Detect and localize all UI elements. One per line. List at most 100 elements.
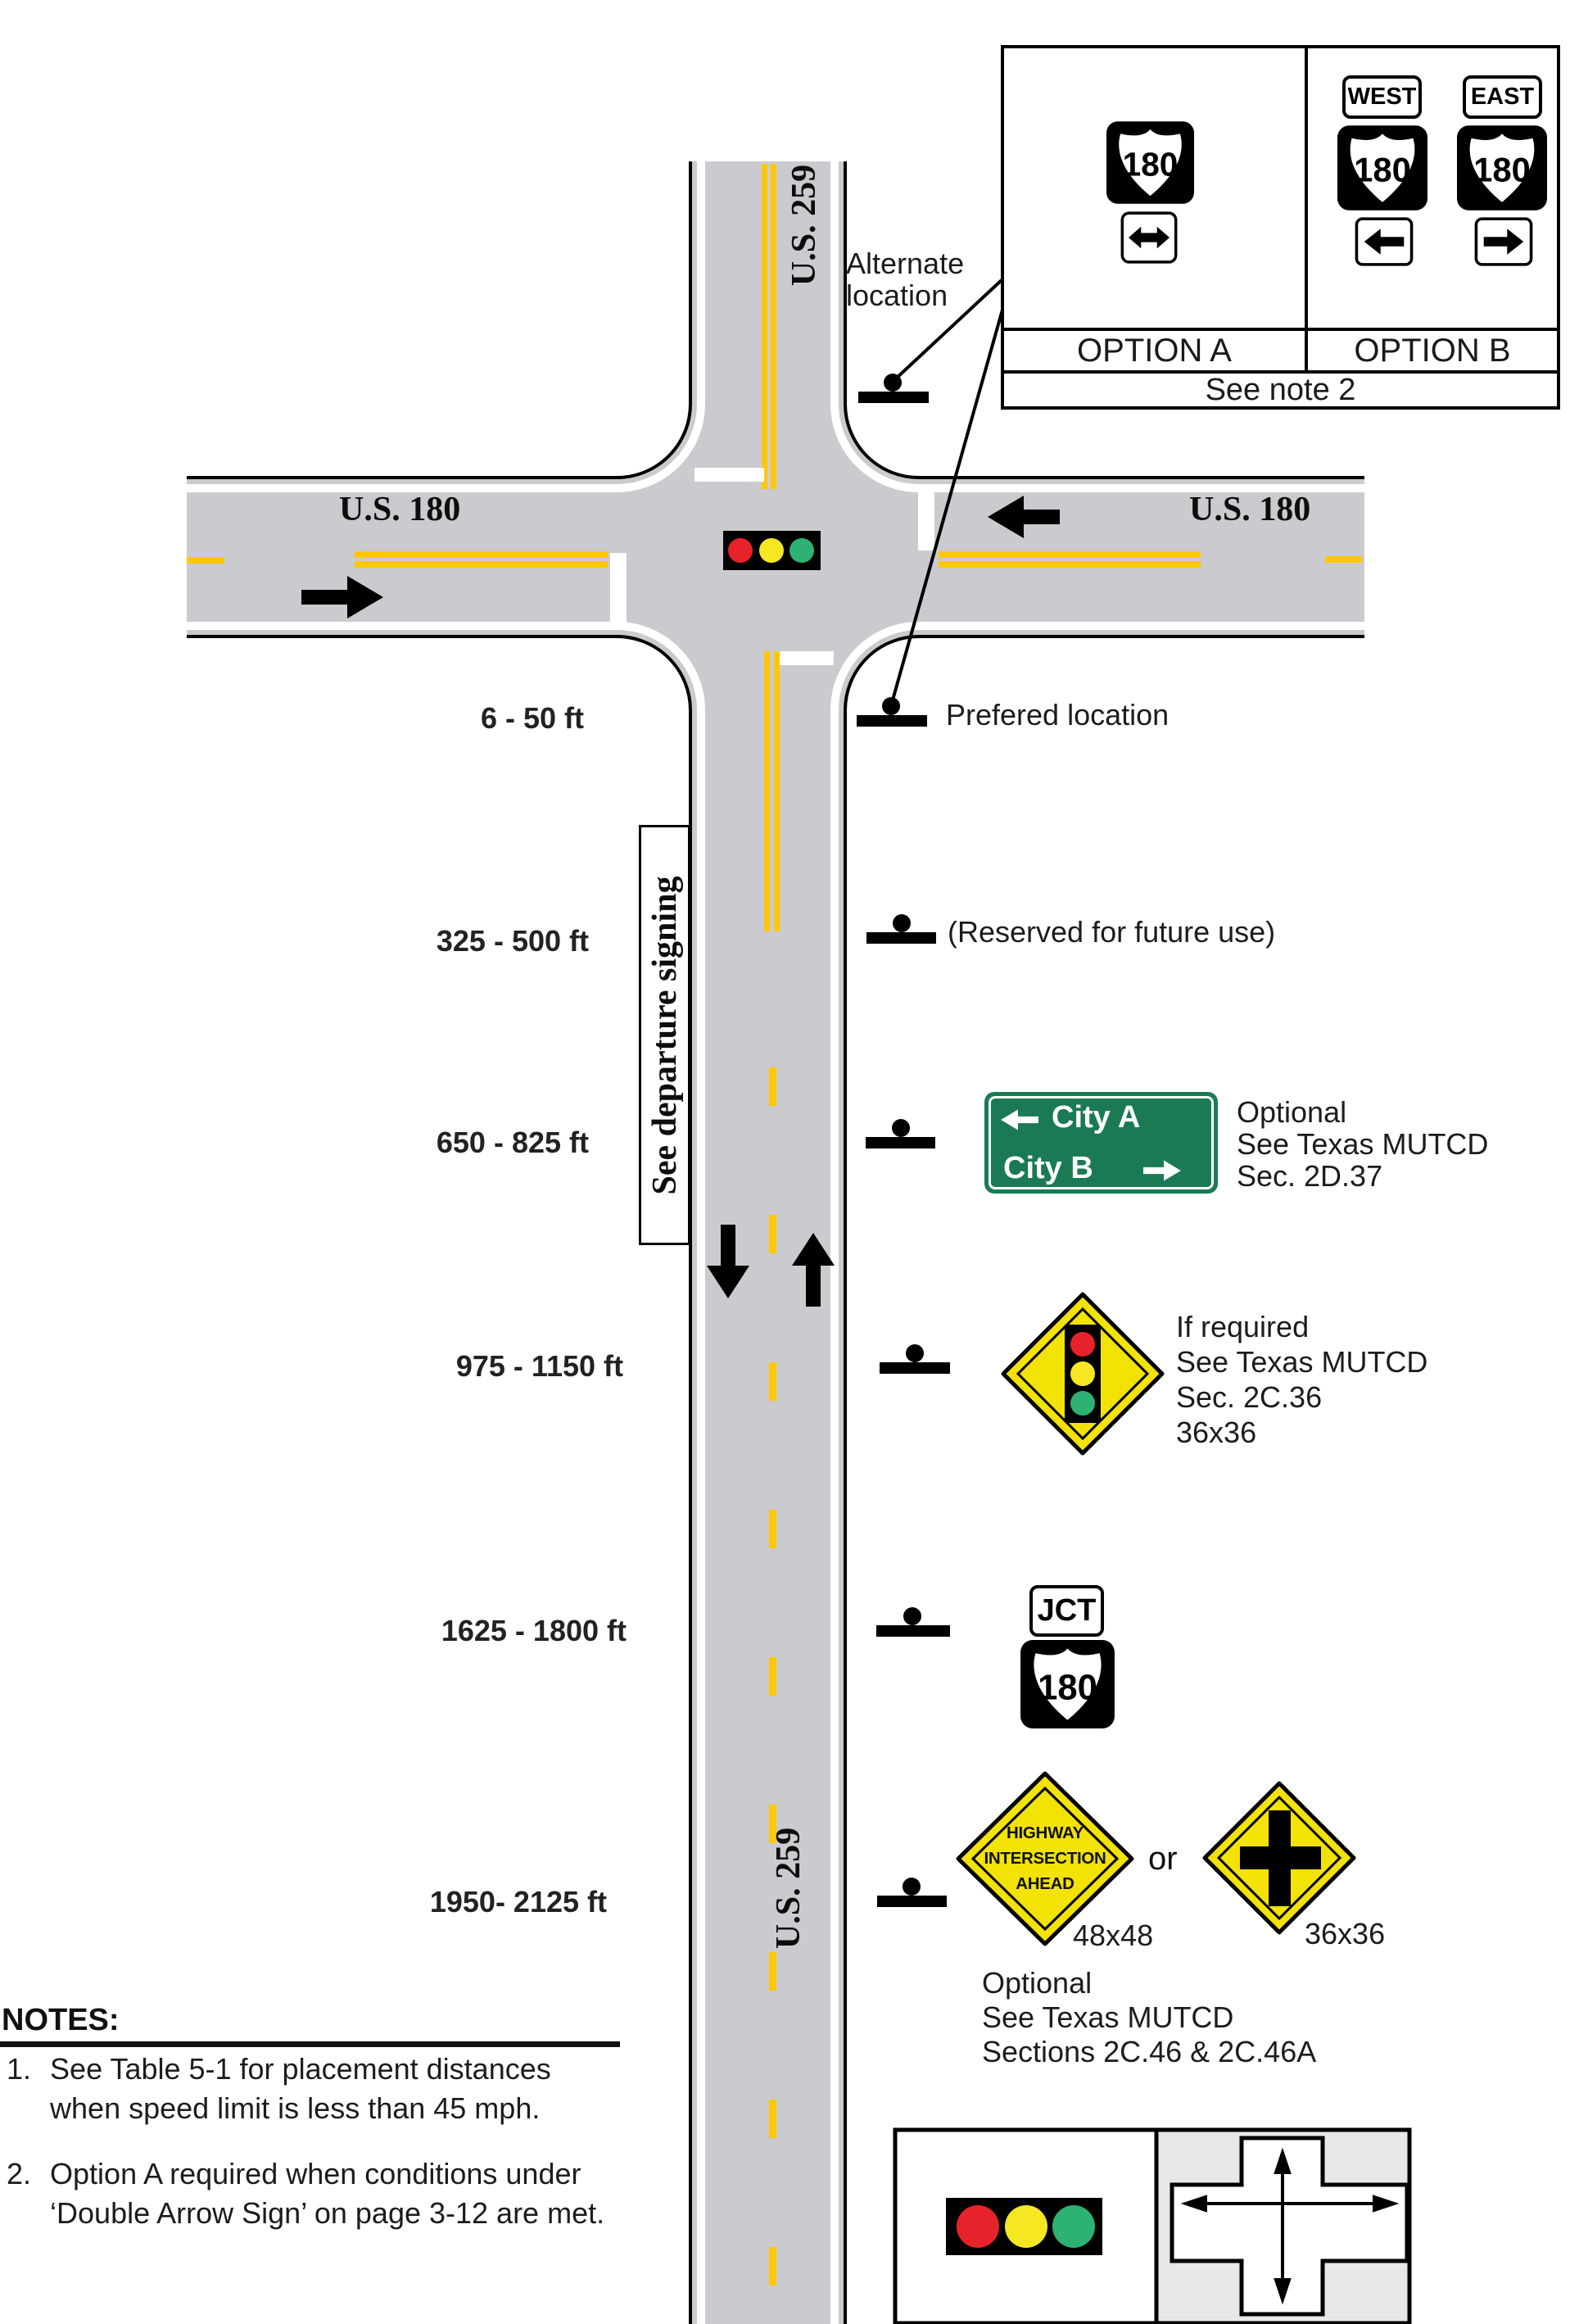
lane-arrow-south [707, 1225, 749, 1298]
double-yellow-west-2 [355, 561, 608, 568]
marker-jct [876, 1607, 950, 1637]
marker-signal-ahead [880, 1344, 950, 1374]
stop-bar-south [780, 651, 834, 665]
note-1-number: 1. [7, 2052, 32, 2086]
left-arrow-icon [1364, 229, 1405, 255]
center-dash-west [187, 557, 224, 564]
legend-footnote-text: See note 2 [1205, 372, 1356, 407]
lane-arrow-north [792, 1233, 835, 1307]
us259-label-top: U.S. 259 [785, 164, 823, 287]
center-dash-south [769, 1510, 776, 1548]
preferred-location-label: Prefered location [946, 698, 1170, 732]
center-dash-south [769, 2100, 776, 2138]
marker-alternate [858, 374, 929, 403]
jct-plaque: JCT [1029, 1585, 1104, 1637]
double-yellow-south-1 [764, 651, 770, 931]
distance-label-6: 1950- 2125 ft [429, 1885, 607, 1919]
legend-bottom-box [893, 2127, 1412, 2324]
warning-sign-note: Optional See Texas MUTCD Sections 2C.46 … [982, 1966, 1317, 2068]
crossroad-sign-icon [1202, 1781, 1356, 1935]
legend-signal-icon [946, 2198, 1102, 2255]
marker-guide-sign [866, 1119, 935, 1148]
double-yellow-north-1 [762, 164, 767, 489]
pavement-markings [187, 164, 1362, 2285]
us180-label-left: U.S. 180 [339, 491, 461, 528]
option-b-shield-west: 180 [1337, 123, 1427, 213]
center-dash-south [769, 1067, 776, 1106]
stop-bar-west [610, 553, 627, 626]
intersection-signal-icon [723, 531, 821, 570]
note-1-text: See Table 5-1 for placement distances wh… [50, 2052, 551, 2125]
guide-city-a: City A [1052, 1100, 1141, 1135]
guide-city-b: City B [1003, 1151, 1093, 1185]
guide-sign-note: Optional See Texas MUTCD Sec. 2D.37 [1237, 1095, 1489, 1193]
lane-arrow-west [988, 496, 1060, 538]
right-arrow-icon [1483, 229, 1524, 255]
jct-route-shield: 180 [1012, 1640, 1123, 1728]
east-plaque-text: EAST [1470, 84, 1535, 110]
east-plaque: EAST [1463, 75, 1542, 119]
option-b-label: OPTION B [1305, 328, 1557, 370]
center-dash-south [769, 1215, 776, 1253]
signal-red-lens [728, 538, 753, 563]
highway-intersection-text: HIGHWAY INTERSECTION AHEAD [984, 1823, 1106, 1893]
note-2-number: 2. [7, 2157, 32, 2190]
guide-sign-border [989, 1096, 1214, 1189]
size-48x48-label: 48x48 [1073, 1919, 1154, 1952]
option-a-label-text: OPTION A [1077, 332, 1232, 369]
us259-label-bottom: U.S. 259 [770, 1827, 808, 1950]
stop-bar-north [694, 468, 764, 482]
size-36x36-label: 36x36 [1305, 1917, 1386, 1950]
left-arrow-sign [1355, 217, 1414, 266]
distance-label-4: 975 - 1150 ft [455, 1349, 623, 1383]
notes-underline [0, 2041, 620, 2047]
double-yellow-east-2 [939, 561, 1201, 568]
note-item-2: 2. Option A required when conditions und… [7, 2154, 604, 2233]
center-dash-south [769, 1362, 776, 1401]
signal-ahead-note: If required See Texas MUTCD Sec. 2C.36 3… [1176, 1310, 1428, 1449]
distance-label-1: 6 - 50 ft [480, 701, 584, 735]
highway-intersection-sign-icon [956, 1771, 1134, 1946]
option-b-shield-east-number: 180 [1473, 151, 1531, 189]
notes-title: NOTES: [2, 2003, 120, 2037]
signal-green-lens [790, 538, 814, 563]
center-dash-east [1325, 556, 1362, 563]
lane-arrow-east [301, 576, 383, 618]
guide-sign: City A City B [984, 1092, 1218, 1194]
distance-label-3: 650 - 825 ft [436, 1126, 589, 1159]
left-arrow-icon [1001, 1109, 1038, 1130]
alternate-location-label: Alternate location [846, 247, 965, 312]
center-dash-south [769, 1952, 776, 1991]
distance-label-5: 1625 - 1800 ft [441, 1614, 627, 1647]
jct-plaque-label: JCT [1037, 1593, 1097, 1628]
departure-signing-label: See departure signing [645, 876, 684, 1194]
reserved-label: (Reserved for future use) [948, 915, 1276, 949]
double-yellow-north-2 [771, 164, 776, 489]
stop-bar-east [918, 491, 934, 550]
road-end-left [0, 442, 187, 664]
option-b-shield-east: 180 [1457, 123, 1547, 213]
departure-signing-box: See departure signing [639, 825, 690, 1245]
legend-footnote-row: See note 2 [1004, 370, 1557, 407]
leader-to-preferred [890, 309, 1004, 704]
leader-lines [890, 278, 1004, 704]
option-b-cell [1305, 48, 1557, 328]
west-plaque: WEST [1342, 75, 1422, 119]
road-end-top [655, 0, 885, 161]
option-b-label-text: OPTION B [1354, 332, 1511, 369]
signal-ahead-sign-icon [1001, 1292, 1165, 1456]
option-a-label: OPTION A [1004, 328, 1305, 370]
right-arrow-sign [1474, 217, 1533, 266]
option-a-shield: 180 [1106, 119, 1194, 206]
marker-reserved [866, 914, 936, 944]
jct-shield-number: 180 [1038, 1667, 1097, 1707]
or-label: or [1148, 1841, 1178, 1877]
cross-symbol [1240, 1810, 1321, 1906]
us180-label-right: U.S. 180 [1189, 491, 1311, 528]
center-dash-south [769, 1805, 776, 1843]
center-dash-south [769, 1657, 776, 1696]
double-yellow-east-1 [939, 551, 1201, 558]
note-item-1: 1. See Table 5-1 for placement distances… [7, 2050, 551, 2128]
